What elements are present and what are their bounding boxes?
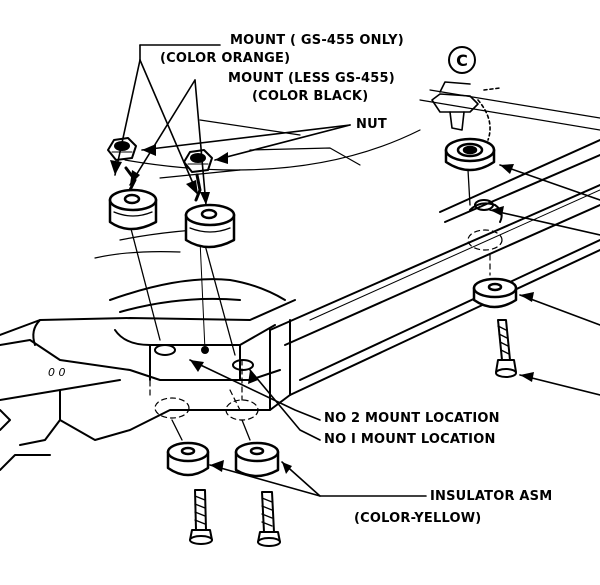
assembly-lines: [129, 169, 471, 441]
nut-left: [107, 137, 137, 192]
label-mount-less-gs455: MOUNT (LESS GS-455): [228, 71, 395, 86]
label-no1-mount-location: NO I MOUNT LOCATION: [324, 432, 496, 447]
view-marker-circle: [448, 46, 476, 74]
bolt-rail: [495, 319, 517, 378]
arrowheads: [110, 144, 534, 474]
label-color-yellow: (COLOR-YELLOW): [354, 511, 482, 526]
label-nut: NUT: [356, 117, 387, 132]
label-no2-mount-location: NO 2 MOUNT LOCATION: [324, 411, 500, 426]
insulator-left: [166, 441, 210, 477]
view-c-bracket: [431, 81, 501, 141]
view-marker-letter: C: [456, 51, 468, 70]
insulator-rail: [472, 277, 518, 309]
insulator-right: [234, 441, 280, 478]
bolt-right: [257, 491, 281, 547]
bolt-left: [189, 489, 213, 545]
upper-mount-left: [108, 188, 158, 231]
upper-mount-right: [184, 203, 236, 249]
body-floor-lines: [94, 89, 600, 259]
label-insulator-asm: INSULATOR ASM: [430, 489, 553, 504]
label-color-orange: (COLOR ORANGE): [160, 51, 291, 66]
leader-lines: [114, 44, 600, 497]
frame-marking: 0 0: [48, 366, 66, 379]
mount-location-markers: [149, 229, 503, 421]
label-color-black: (COLOR BLACK): [252, 89, 369, 104]
label-mount-gs455: MOUNT ( GS-455 ONLY): [230, 33, 404, 48]
frame-rail-right: [269, 139, 600, 396]
upper-mount-rail: [444, 137, 496, 172]
